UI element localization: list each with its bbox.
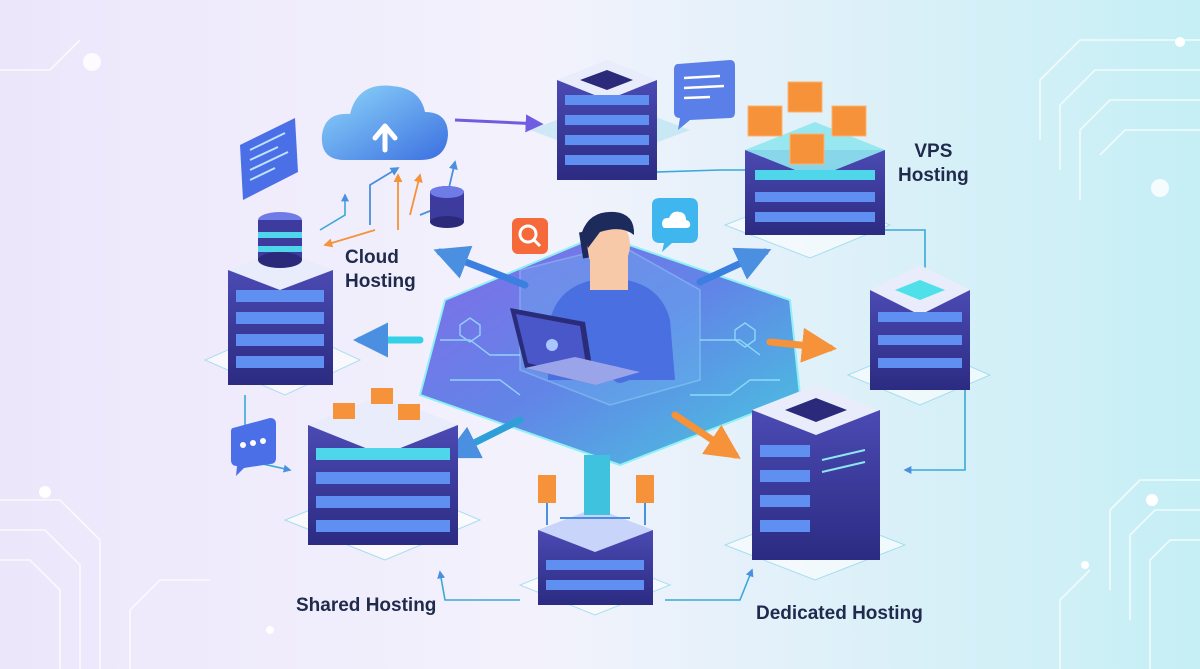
database-icon bbox=[430, 186, 464, 228]
central-arrows bbox=[353, 245, 837, 459]
glow-dots bbox=[39, 37, 1185, 634]
search-icon bbox=[512, 218, 548, 254]
server-stack-shared bbox=[283, 388, 482, 561]
server-stack-top bbox=[530, 60, 690, 180]
code-window-icon bbox=[240, 118, 298, 200]
cloud-hosting-label-line1: Cloud bbox=[345, 247, 399, 268]
circuit-traces-right bbox=[1039, 39, 1200, 669]
chat-bubble-icon bbox=[674, 60, 735, 130]
shared-hosting-label: Shared Hosting bbox=[296, 595, 437, 616]
server-stack-vps bbox=[723, 81, 892, 259]
cloud-chat-icon bbox=[652, 198, 698, 252]
chat-dots-icon bbox=[231, 418, 276, 476]
vps-hosting-label: VPS Hosting bbox=[898, 140, 969, 188]
circuit-traces-left bbox=[0, 39, 210, 669]
cloud-hosting-label-line2: Hosting bbox=[345, 271, 416, 292]
server-stack-dedicated bbox=[723, 385, 907, 581]
laptop-icon bbox=[510, 308, 640, 385]
vps-hosting-label-line1: VPS bbox=[914, 141, 953, 162]
server-stack-right bbox=[846, 265, 992, 406]
server-stack-bottom bbox=[518, 455, 672, 616]
server-stack-left bbox=[203, 212, 362, 396]
cloud-to-server-arrow bbox=[454, 114, 544, 133]
cloud-hosting-label: Cloud Hosting bbox=[345, 246, 416, 294]
vps-hosting-label-line2: Hosting bbox=[898, 165, 969, 186]
dedicated-hosting-label: Dedicated Hosting bbox=[756, 603, 923, 624]
cloud-upload-icon bbox=[321, 85, 448, 160]
